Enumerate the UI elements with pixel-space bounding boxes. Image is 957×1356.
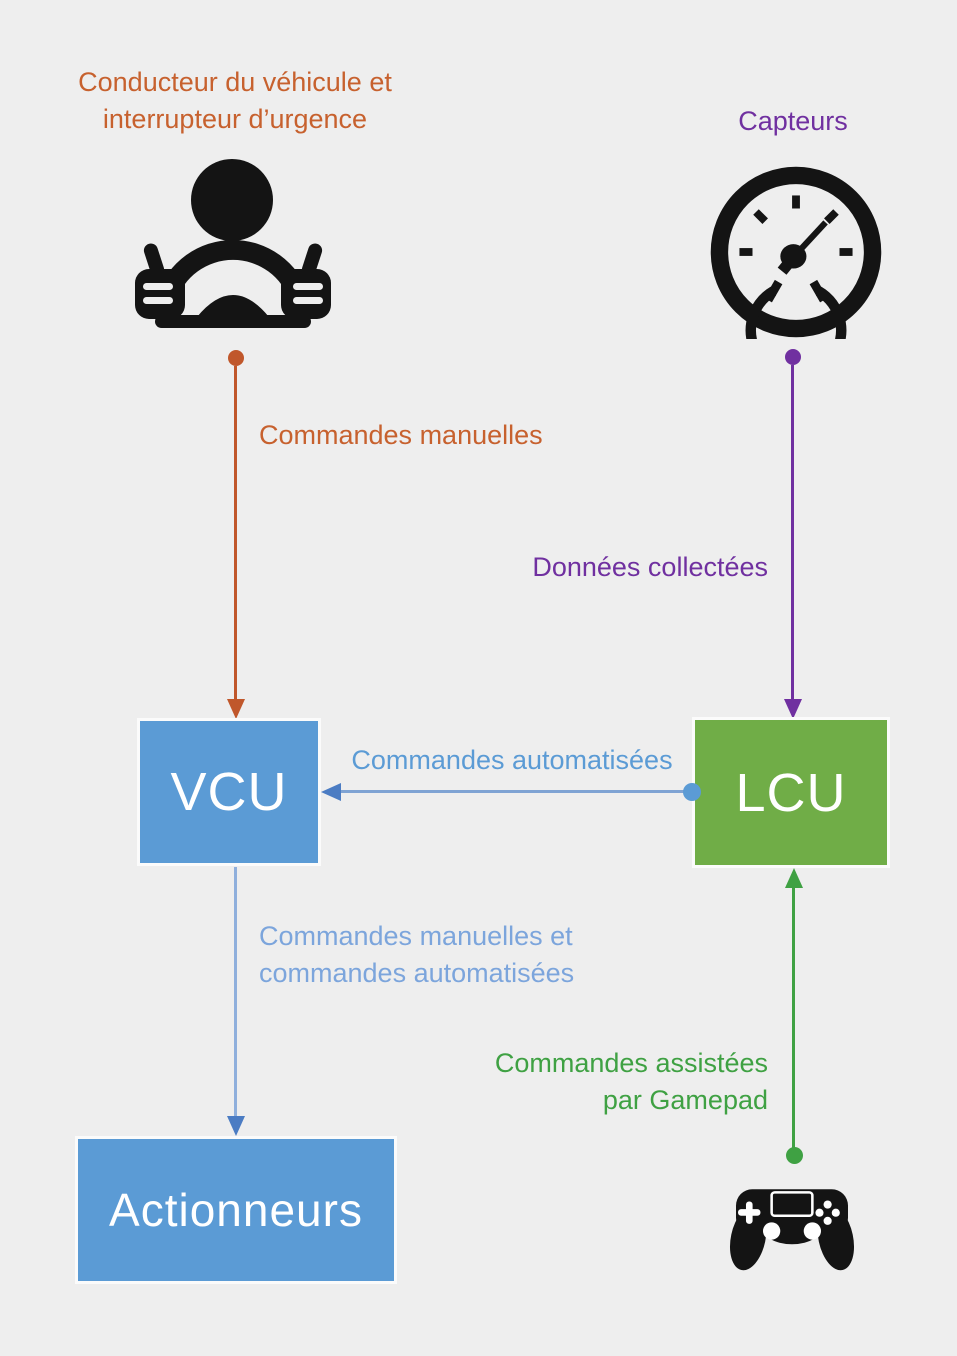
automated-edge-start-dot (683, 783, 701, 801)
collected-edge-label: Données collectées (532, 552, 768, 582)
driver-title-line2: interrupteur d’urgence (102, 104, 368, 134)
vcu-actuators-edge-line (234, 867, 237, 1117)
manual-edge-start-dot (228, 350, 244, 366)
vcu-actuators-edge-label-line1: Commandes manuelles et (259, 921, 573, 951)
gamepad-icon (729, 1189, 855, 1271)
vcu-actuators-edge-label-line2: commandes automatisées (259, 958, 575, 988)
vcu-actuators-edge-arrowhead (227, 1116, 245, 1136)
sensors-title: Capteurs (738, 106, 848, 136)
vcu-node: VCU (137, 718, 321, 866)
automated-edge-label: Commandes automatisées (351, 745, 673, 775)
gauge-icon (710, 166, 882, 339)
gamepad-edge-start-dot (786, 1147, 803, 1164)
actuators-node: Actionneurs (75, 1136, 397, 1284)
automated-edge-line (338, 790, 692, 793)
driver-title: Conducteur du véhicule et interrupteur d… (40, 64, 430, 138)
collected-edge-start-dot (785, 349, 801, 365)
automated-edge-arrowhead (321, 783, 341, 801)
collected-edge-line (791, 365, 794, 700)
gamepad-edge-label-line1: Commandes assistées (494, 1048, 768, 1078)
collected-edge-arrowhead (784, 699, 802, 719)
vcu-actuators-edge-label: Commandes manuelles et commandes automat… (259, 918, 574, 992)
gamepad-edge-label-line2: par Gamepad (602, 1085, 768, 1115)
manual-edge-label: Commandes manuelles (259, 420, 543, 450)
driver-steering-wheel-icon (135, 159, 331, 328)
driver-title-line1: Conducteur du véhicule et (78, 67, 392, 97)
manual-edge-line (234, 366, 237, 700)
gamepad-edge-label: Commandes assistées par Gamepad (400, 1045, 768, 1119)
lcu-node: LCU (692, 717, 890, 868)
gamepad-edge-line (792, 887, 795, 1148)
gamepad-edge-arrowhead (785, 868, 803, 888)
manual-edge-arrowhead (227, 699, 245, 719)
